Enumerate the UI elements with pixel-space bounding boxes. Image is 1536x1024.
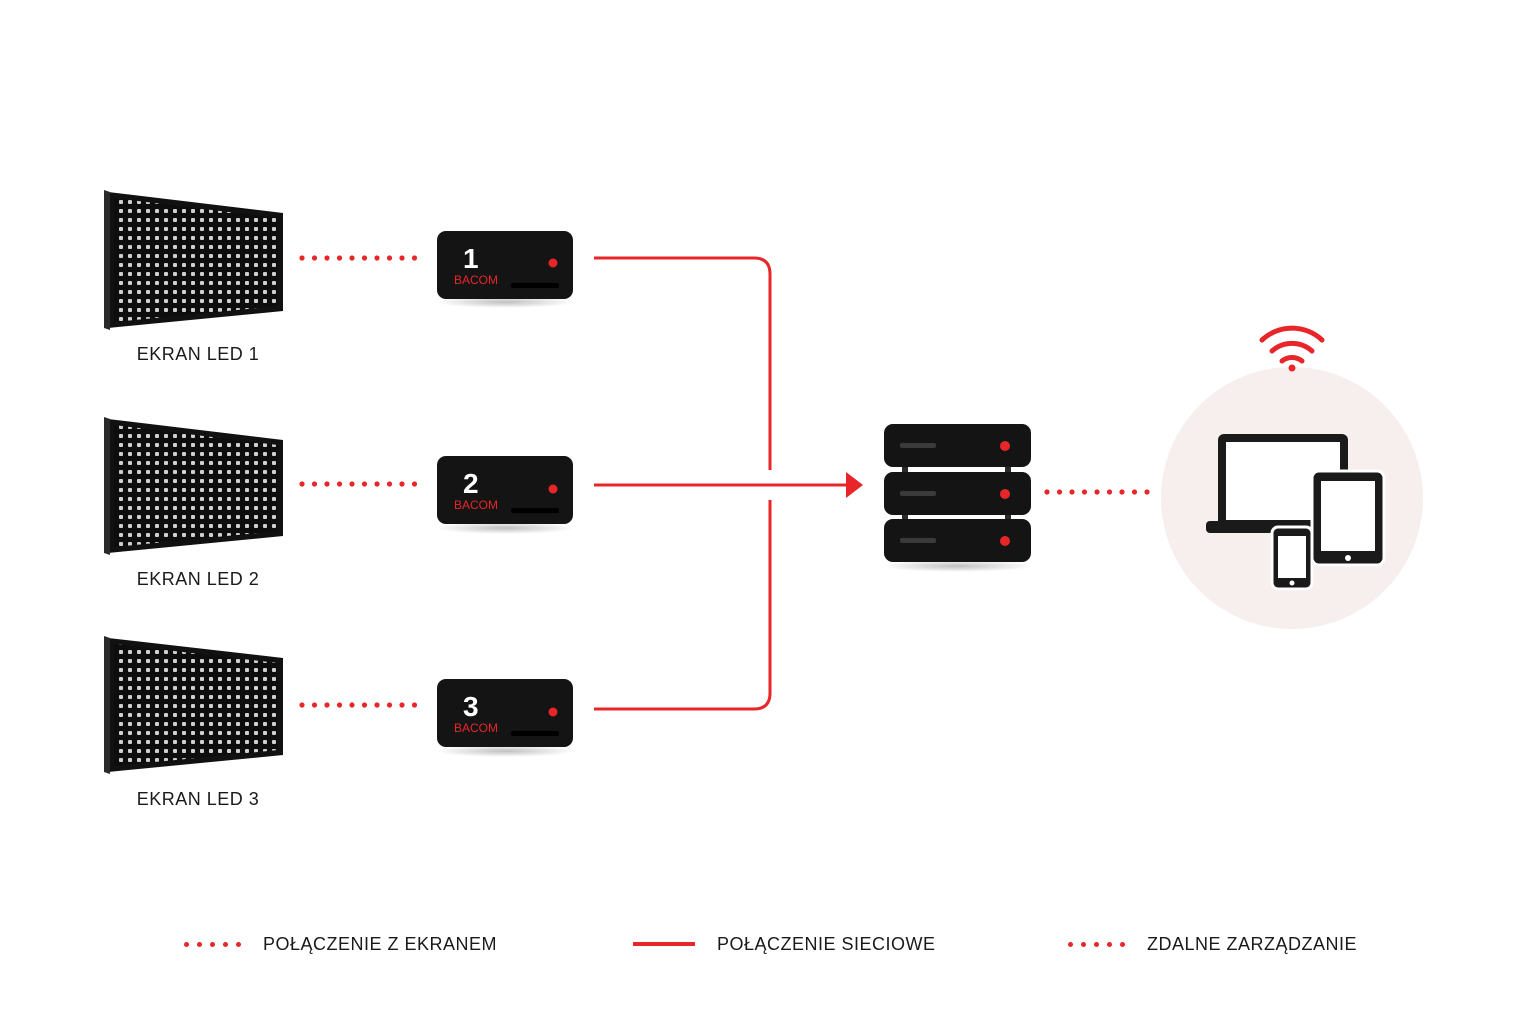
remote-management-dots (1044, 489, 1150, 495)
legend-network-connection: POŁĄCZENIE SIECIOWE (633, 930, 936, 958)
connection-dot (374, 481, 380, 487)
arrow-head (846, 472, 863, 498)
connection-dot (311, 255, 318, 261)
controller-number-1: 1 (463, 243, 479, 274)
controller-number-3: 3 (463, 691, 479, 722)
connection-dot (299, 702, 305, 708)
screen-connection-dots (299, 255, 418, 708)
led-screen-2 (104, 417, 283, 555)
connection-dot (336, 481, 343, 487)
remote-dot (1094, 489, 1100, 495)
remote-dot (1131, 489, 1138, 495)
remote-dot (1044, 489, 1050, 495)
led-screen-label-2: EKRAN LED 2 (136, 569, 260, 589)
connection-dot (386, 481, 393, 487)
connection-dot (336, 255, 343, 261)
led-screen-label-3: EKRAN LED 3 (136, 789, 260, 809)
legend-network-connection-label: POŁĄCZENIE SIECIOWE (717, 933, 936, 954)
connection-dot (311, 702, 318, 708)
wifi-icon (1259, 325, 1325, 364)
connection-dot (324, 702, 330, 708)
legend-dotted-line-icon (184, 941, 241, 947)
connection-dot (361, 702, 368, 708)
connection-dot (374, 255, 380, 261)
legend-solid-line-icon (633, 942, 695, 946)
legend-dotted-line-icon-2 (1068, 941, 1125, 947)
connection-dot (386, 702, 393, 708)
remote-dot (1144, 489, 1150, 495)
connection-dot (386, 255, 393, 261)
connection-dot (411, 255, 418, 261)
remote-dot (1106, 489, 1113, 495)
legend-screen-connection: POŁĄCZENIE Z EKRANEM (184, 930, 497, 958)
led-screen-1 (104, 190, 283, 330)
dots-row-2 (299, 481, 418, 487)
server-icon (881, 424, 1033, 572)
connection-dot (349, 702, 355, 708)
network-line-1 (594, 256, 772, 470)
connection-dot (299, 481, 305, 487)
controller-brand-3: BACOM (454, 721, 498, 735)
connection-dot (336, 702, 343, 708)
wifi-dot (1288, 364, 1296, 372)
legend-screen-connection-label: POŁĄCZENIE Z EKRANEM (263, 933, 498, 954)
connection-dot (411, 481, 418, 487)
connection-dot (349, 255, 355, 261)
connection-dot (299, 255, 305, 261)
connection-dot (361, 255, 368, 261)
connection-dot (399, 255, 405, 261)
connection-dot (361, 481, 368, 487)
led-screen-3 (104, 636, 283, 774)
controller-brand-2: BACOM (454, 498, 498, 512)
network-connection-lines (594, 256, 848, 711)
tablet-icon (1310, 469, 1386, 567)
controller-2: 2 BACOM (435, 456, 575, 534)
remote-dot (1056, 489, 1063, 495)
controller-number-2: 2 (463, 468, 479, 499)
controller-1: 1 BACOM (435, 231, 575, 308)
connection-dot (399, 702, 405, 708)
dots-row-3 (299, 702, 418, 708)
connection-dot (349, 481, 355, 487)
smartphone-icon (1270, 525, 1314, 591)
led-screen-label-1: EKRAN LED 1 (136, 344, 260, 364)
network-line-3 (594, 500, 772, 711)
remote-dot (1081, 489, 1088, 495)
connection-dot (324, 481, 330, 487)
remote-dot (1119, 489, 1125, 495)
dots-row-1 (299, 255, 418, 261)
connection-dot (399, 481, 405, 487)
connection-dot (311, 481, 318, 487)
legend-remote-management-label: ZDALNE ZARZĄDZANIE (1147, 933, 1358, 954)
controller-3: 3 BACOM (435, 679, 575, 757)
connection-dot (411, 702, 418, 708)
controller-brand-1: BACOM (454, 273, 498, 287)
legend-remote-management: ZDALNE ZARZĄDZANIE (1068, 930, 1357, 958)
remote-dot (1069, 489, 1075, 495)
connection-dot (324, 255, 330, 261)
connection-dot (374, 702, 380, 708)
